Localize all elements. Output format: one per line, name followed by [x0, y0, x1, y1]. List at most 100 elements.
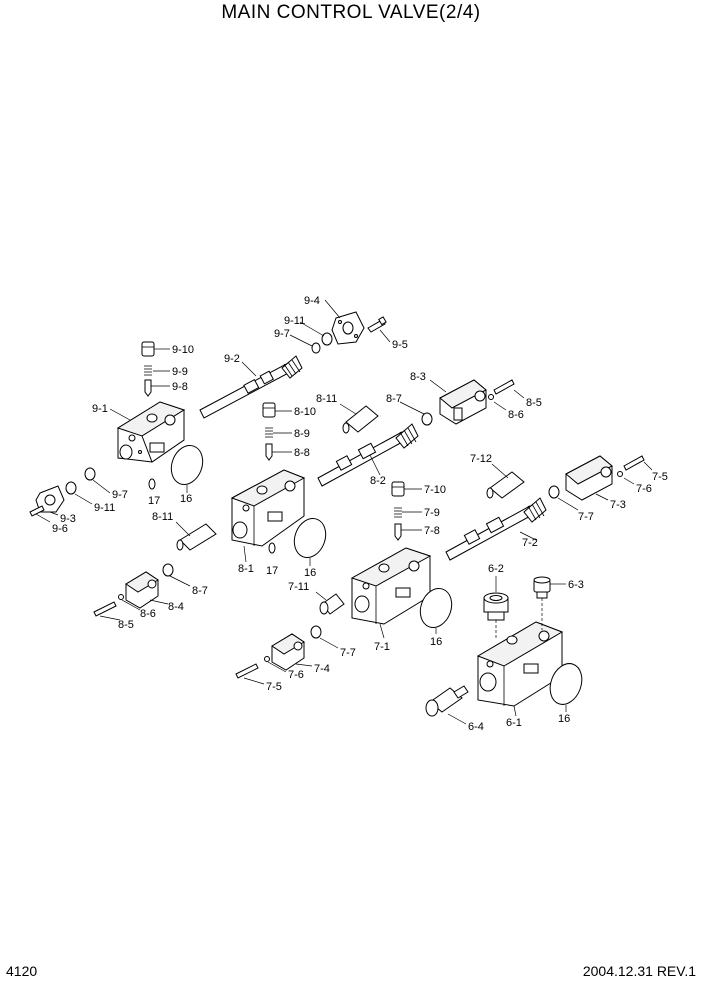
label-9-6: 9-6 [52, 523, 68, 535]
part-8-5-bolt-a[interactable] [493, 379, 515, 395]
part-7-6-washer-a[interactable] [617, 471, 623, 477]
label-9-2: 9-2 [224, 353, 240, 365]
section-8-parts [93, 379, 525, 621]
label-16-d: 16 [558, 713, 570, 725]
part-9-4-cover[interactable] [331, 311, 365, 345]
label-7-7: 7-7 [578, 511, 594, 523]
part-7-1-housing[interactable] [350, 547, 432, 625]
label-7-5-b: 7-5 [266, 681, 282, 693]
page-number: 4120 [6, 963, 38, 979]
part-7-7-ring-a[interactable] [548, 485, 560, 499]
label-6-2: 6-2 [488, 563, 504, 575]
part-8-7-ring-b[interactable] [162, 563, 174, 577]
section-6-parts [425, 576, 588, 725]
part-16-seal-b[interactable] [289, 514, 331, 562]
part-9-2-spool[interactable] [199, 355, 303, 419]
part-8-9-spring[interactable] [265, 427, 273, 438]
label-8-4: 8-4 [168, 601, 184, 613]
label-7-6-b: 7-6 [288, 669, 304, 681]
part-7-10-plug[interactable] [391, 481, 405, 497]
label-8-9: 8-9 [294, 428, 310, 440]
label-7-5: 7-5 [652, 471, 668, 483]
part-7-7-ring-b[interactable] [310, 625, 322, 639]
part-8-11-check-a[interactable] [342, 405, 379, 434]
part-9-7-ring-b[interactable] [84, 467, 96, 481]
part-16-seal-d[interactable] [545, 659, 588, 709]
section-7-parts [235, 455, 653, 685]
part-9-11-ring[interactable] [321, 332, 333, 346]
label-7-8: 7-8 [424, 525, 440, 537]
label-9-4: 9-4 [304, 295, 320, 307]
part-9-6-bolt[interactable] [29, 505, 45, 517]
label-8-5: 8-5 [526, 397, 542, 409]
part-9-8-poppet[interactable] [144, 379, 152, 397]
label-7-2: 7-2 [522, 537, 538, 549]
part-9-1-housing[interactable] [116, 401, 186, 463]
part-16-seal-c[interactable] [415, 584, 457, 632]
part-7-11-check[interactable] [319, 593, 345, 615]
part-8-4-cover[interactable] [125, 571, 159, 609]
label-9-10: 9-10 [172, 344, 194, 356]
label-6-3: 6-3 [568, 579, 584, 591]
part-7-3-cover[interactable] [565, 455, 613, 501]
part-8-10-plug[interactable] [262, 402, 276, 418]
part-7-5-bolt-b[interactable] [235, 663, 259, 679]
part-17-oring-b[interactable] [268, 542, 276, 554]
part-8-1-housing[interactable] [230, 469, 306, 547]
part-7-4-cover[interactable] [271, 633, 305, 671]
label-6-4: 6-4 [468, 721, 484, 733]
part-7-5-bolt-a[interactable] [623, 455, 645, 471]
part-7-2-spool[interactable] [445, 497, 547, 561]
label-17-b: 17 [266, 565, 278, 577]
label-16-b: 16 [304, 567, 316, 579]
part-9-9-spring[interactable] [144, 365, 152, 376]
section-9-parts [29, 299, 391, 523]
part-6-4-relief-valve[interactable] [425, 685, 469, 717]
revision-date: 2004.12.31 REV.1 [582, 963, 696, 979]
label-8-7: 8-7 [386, 393, 402, 405]
label-17-a: 17 [148, 495, 160, 507]
part-9-3-cover[interactable] [35, 485, 65, 513]
part-9-11-ring-b[interactable] [65, 481, 77, 495]
part-16-seal-a[interactable] [166, 441, 208, 489]
part-8-6-washer-b[interactable] [118, 594, 124, 600]
label-9-7: 9-7 [274, 328, 290, 340]
part-8-7-ring-a[interactable] [421, 412, 433, 426]
part-9-10-plug[interactable] [141, 341, 155, 357]
part-8-8-poppet[interactable] [265, 443, 273, 461]
label-7-11: 7-11 [288, 581, 309, 593]
part-8-11-check-b[interactable] [176, 523, 217, 551]
label-8-11: 8-11 [316, 393, 337, 405]
part-6-3-plug[interactable] [533, 576, 551, 599]
label-6-1: 6-1 [506, 717, 522, 729]
part-9-5-bolt[interactable] [367, 316, 387, 333]
part-8-3-cover[interactable] [439, 379, 487, 425]
label-9-11: 9-11 [284, 315, 305, 327]
part-6-2-plug[interactable] [483, 592, 509, 621]
part-6-1-housing[interactable] [476, 621, 564, 707]
label-8-11-b: 8-11 [152, 511, 173, 523]
label-8-6-b: 8-6 [140, 608, 156, 620]
part-7-6-washer-b[interactable] [264, 656, 270, 662]
label-8-5-b: 8-5 [118, 619, 134, 631]
label-9-7-b: 9-7 [112, 489, 128, 501]
part-8-2-spool[interactable] [317, 423, 419, 487]
part-7-8-poppet[interactable] [394, 523, 402, 541]
page-title: MAIN CONTROL VALVE(2/4) [221, 2, 481, 23]
label-9-9: 9-9 [172, 366, 188, 378]
label-7-4: 7-4 [314, 663, 330, 675]
label-8-7-b: 8-7 [192, 585, 208, 597]
part-7-9-spring[interactable] [394, 507, 402, 518]
label-9-8: 9-8 [172, 381, 188, 393]
part-9-7-ring[interactable] [311, 342, 321, 354]
label-8-10: 8-10 [294, 406, 316, 418]
part-8-5-bolt-b[interactable] [93, 601, 117, 617]
label-9-11-b: 9-11 [94, 502, 115, 514]
part-17-oring-a[interactable] [148, 478, 156, 490]
label-9-5: 9-5 [392, 339, 408, 351]
label-7-12: 7-12 [470, 453, 492, 465]
part-8-6-washer-a[interactable] [488, 394, 494, 400]
label-8-6: 8-6 [508, 409, 524, 421]
part-7-12-check[interactable] [486, 471, 525, 499]
